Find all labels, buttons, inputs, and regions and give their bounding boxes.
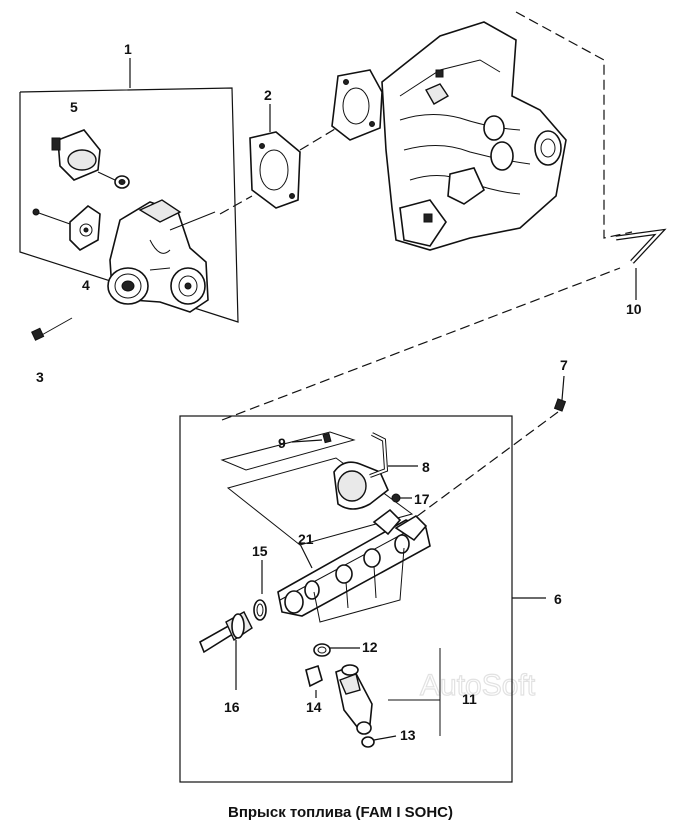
- callout-12: 12: [362, 639, 378, 655]
- throttle-body-gasket: [219, 104, 341, 215]
- callout-9: 9: [278, 435, 286, 451]
- idle-air-control-valve: [51, 129, 130, 189]
- callout-4: 4: [82, 277, 90, 293]
- callout-5: 5: [70, 99, 78, 115]
- callout-17: 17: [414, 491, 430, 507]
- callout-3: 3: [36, 369, 44, 385]
- fuel-rail-group-frame: [179, 415, 546, 783]
- callout-15: 15: [252, 543, 268, 559]
- screw-17: [391, 493, 412, 503]
- fuel-inlet-fitting: [198, 560, 267, 690]
- callout-7: 7: [560, 357, 568, 373]
- callout-16: 16: [224, 699, 240, 715]
- bolt-7: [411, 375, 567, 521]
- callout-10: 10: [626, 301, 642, 317]
- callout-6: 6: [554, 591, 562, 607]
- diagram-caption: Впрыск топлива (FAM I SOHC): [227, 804, 454, 821]
- intake-manifold: [331, 21, 567, 251]
- throttle-body: [107, 199, 216, 313]
- fuel-return-pipe: [221, 228, 667, 421]
- callout-21: 21: [298, 531, 314, 547]
- callout-1: 1: [124, 41, 132, 57]
- fuel-rail: [277, 508, 431, 623]
- bolt: [31, 317, 73, 341]
- throttle-position-sensor: [32, 204, 101, 251]
- callout-13: 13: [400, 727, 416, 743]
- callout-11: 11: [462, 691, 477, 707]
- throttle-body-group-frame: [19, 58, 239, 323]
- fuel-pressure-regulator: [220, 431, 418, 546]
- callout-14: 14: [306, 699, 322, 715]
- watermark: AutoSoft: [420, 669, 536, 702]
- fuel-injector: [305, 643, 441, 748]
- callout-2: 2: [264, 87, 272, 103]
- callout-8: 8: [422, 459, 430, 475]
